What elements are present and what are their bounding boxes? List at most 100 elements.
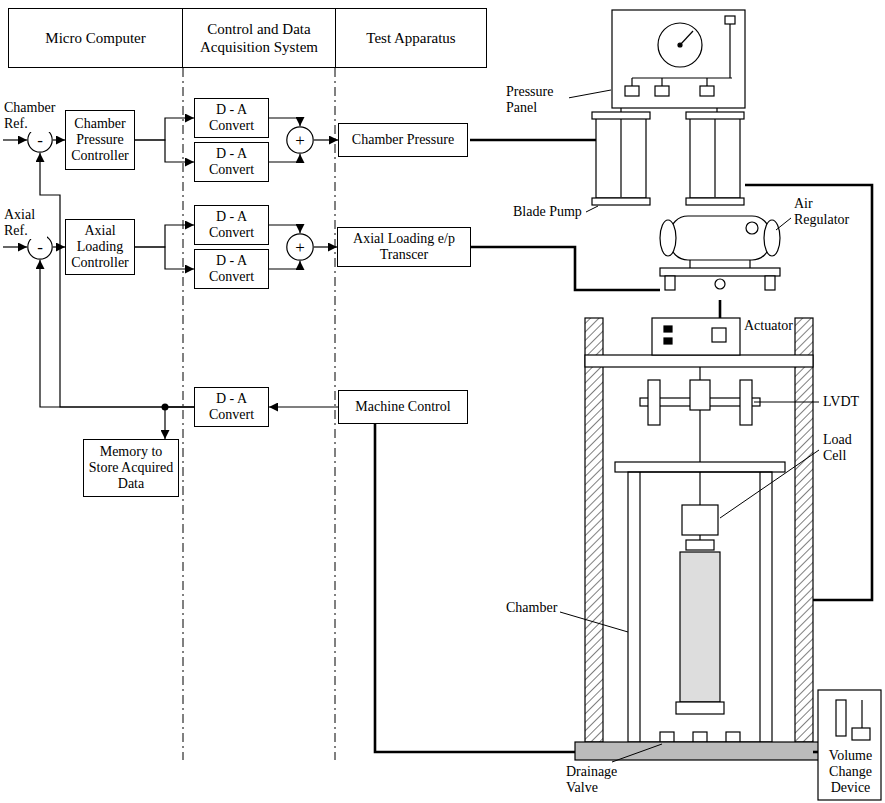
regulator-leg — [765, 276, 775, 290]
pump-cylinder — [596, 118, 646, 198]
regulator-gauge — [746, 222, 758, 234]
signal-arrow — [135, 140, 194, 162]
box-text: Machine Control — [355, 399, 450, 415]
chamber-top — [615, 462, 785, 472]
signal-arrow — [40, 153, 194, 407]
pedestal — [676, 702, 724, 714]
part-label: Pressure Panel — [505, 84, 569, 116]
loading-frame — [575, 318, 837, 760]
regulator-support — [689, 260, 690, 268]
load-cell — [682, 505, 718, 535]
tube — [706, 78, 707, 86]
junction-sign: - — [37, 132, 43, 149]
blade-pump — [592, 112, 744, 205]
tube — [861, 700, 862, 730]
box-text: Chamber Pressure Controller — [70, 116, 130, 164]
leader-line — [754, 402, 819, 403]
air-pipe — [470, 247, 660, 290]
box-text: Axial Loading e/p Transcer — [342, 231, 466, 263]
signal-arrow — [165, 407, 194, 439]
process-box: Chamber Pressure — [338, 123, 468, 157]
valve — [726, 732, 740, 742]
tube — [632, 77, 732, 78]
frame-column — [585, 318, 603, 742]
regulator-cap — [764, 220, 780, 256]
pump-cap — [686, 198, 744, 205]
junction-circle — [287, 127, 313, 153]
burette — [836, 700, 846, 736]
rod-clamp — [690, 380, 710, 410]
junction-sign: + — [295, 239, 305, 256]
part-label: Actuator — [743, 318, 794, 334]
device-housing — [818, 690, 881, 800]
signal-arrow — [269, 225, 300, 233]
process-box: D - A Convert — [194, 387, 269, 427]
regulator-base — [660, 268, 780, 276]
regulator-body — [670, 216, 770, 260]
summing-junction: + — [286, 126, 314, 154]
part-label: Load Cell — [822, 432, 866, 464]
box-text: D - A Convert — [199, 253, 264, 285]
tube-cap — [725, 16, 735, 24]
box-text: Micro Computer — [45, 29, 145, 47]
box-text: Control and Data Acquisition System — [187, 20, 331, 56]
pressure-pipe — [470, 139, 596, 142]
dash-line — [335, 68, 336, 760]
leader-line — [776, 218, 791, 230]
pump-rod — [714, 119, 715, 197]
part-label: Air Regulator — [793, 196, 863, 228]
process-box: D - A Convert — [194, 98, 269, 138]
input-arrow — [3, 246, 27, 247]
gauge-needle — [680, 31, 693, 45]
process-box: D - A Convert — [194, 249, 269, 289]
signal-arrow — [269, 154, 300, 162]
input-arrow — [3, 139, 27, 140]
regulator-cap — [660, 220, 676, 256]
pipe-line — [813, 751, 818, 754]
signal-arrow — [135, 118, 194, 140]
reservoir — [852, 728, 870, 740]
process-box: Chamber Pressure Controller — [65, 110, 135, 170]
summing-junction: + — [286, 233, 314, 261]
valve — [700, 86, 714, 96]
panel-board — [612, 10, 745, 108]
gauge-hub — [678, 43, 682, 47]
box-text: Chamber Pressure — [352, 132, 454, 148]
leader-line — [612, 744, 662, 762]
regulator-dial — [715, 279, 725, 289]
part-label: Axial Ref. — [3, 207, 47, 239]
tie-rod — [639, 472, 640, 742]
signal-arrow — [269, 261, 300, 269]
column-header: Micro Computer — [8, 8, 183, 68]
leader-line — [720, 450, 819, 518]
pump-cap — [592, 198, 650, 205]
signal-arrow — [314, 139, 338, 140]
part-label: LVDT — [822, 394, 860, 410]
pump-cylinder — [690, 118, 740, 198]
actuator-block — [652, 318, 740, 355]
box-text: D - A Convert — [199, 391, 264, 423]
valve — [655, 86, 669, 96]
regulator-support — [749, 260, 750, 268]
air-pipe — [719, 300, 722, 318]
tube — [661, 78, 662, 86]
process-box: D - A Convert — [194, 205, 269, 245]
section-divider — [183, 68, 335, 760]
base-plate — [575, 742, 837, 760]
valve — [660, 732, 674, 742]
actuator-port — [664, 338, 672, 344]
process-box: Axial Loading e/p Transcer — [337, 227, 471, 267]
actuator-port — [664, 326, 672, 332]
lvdt-body — [740, 380, 752, 425]
air-regulator — [660, 216, 780, 290]
top-cap — [686, 540, 714, 550]
box-text: Test Apparatus — [366, 29, 455, 47]
process-box: Machine Control — [338, 390, 468, 424]
signal-arrow — [53, 246, 65, 247]
loading-rod — [699, 535, 700, 540]
signal-arrow — [135, 247, 194, 269]
process-box: Memory to Store Acquired Data — [83, 439, 179, 497]
actuator-port — [712, 328, 726, 342]
pressure-panel — [612, 10, 745, 112]
signal-arrow — [40, 260, 194, 407]
